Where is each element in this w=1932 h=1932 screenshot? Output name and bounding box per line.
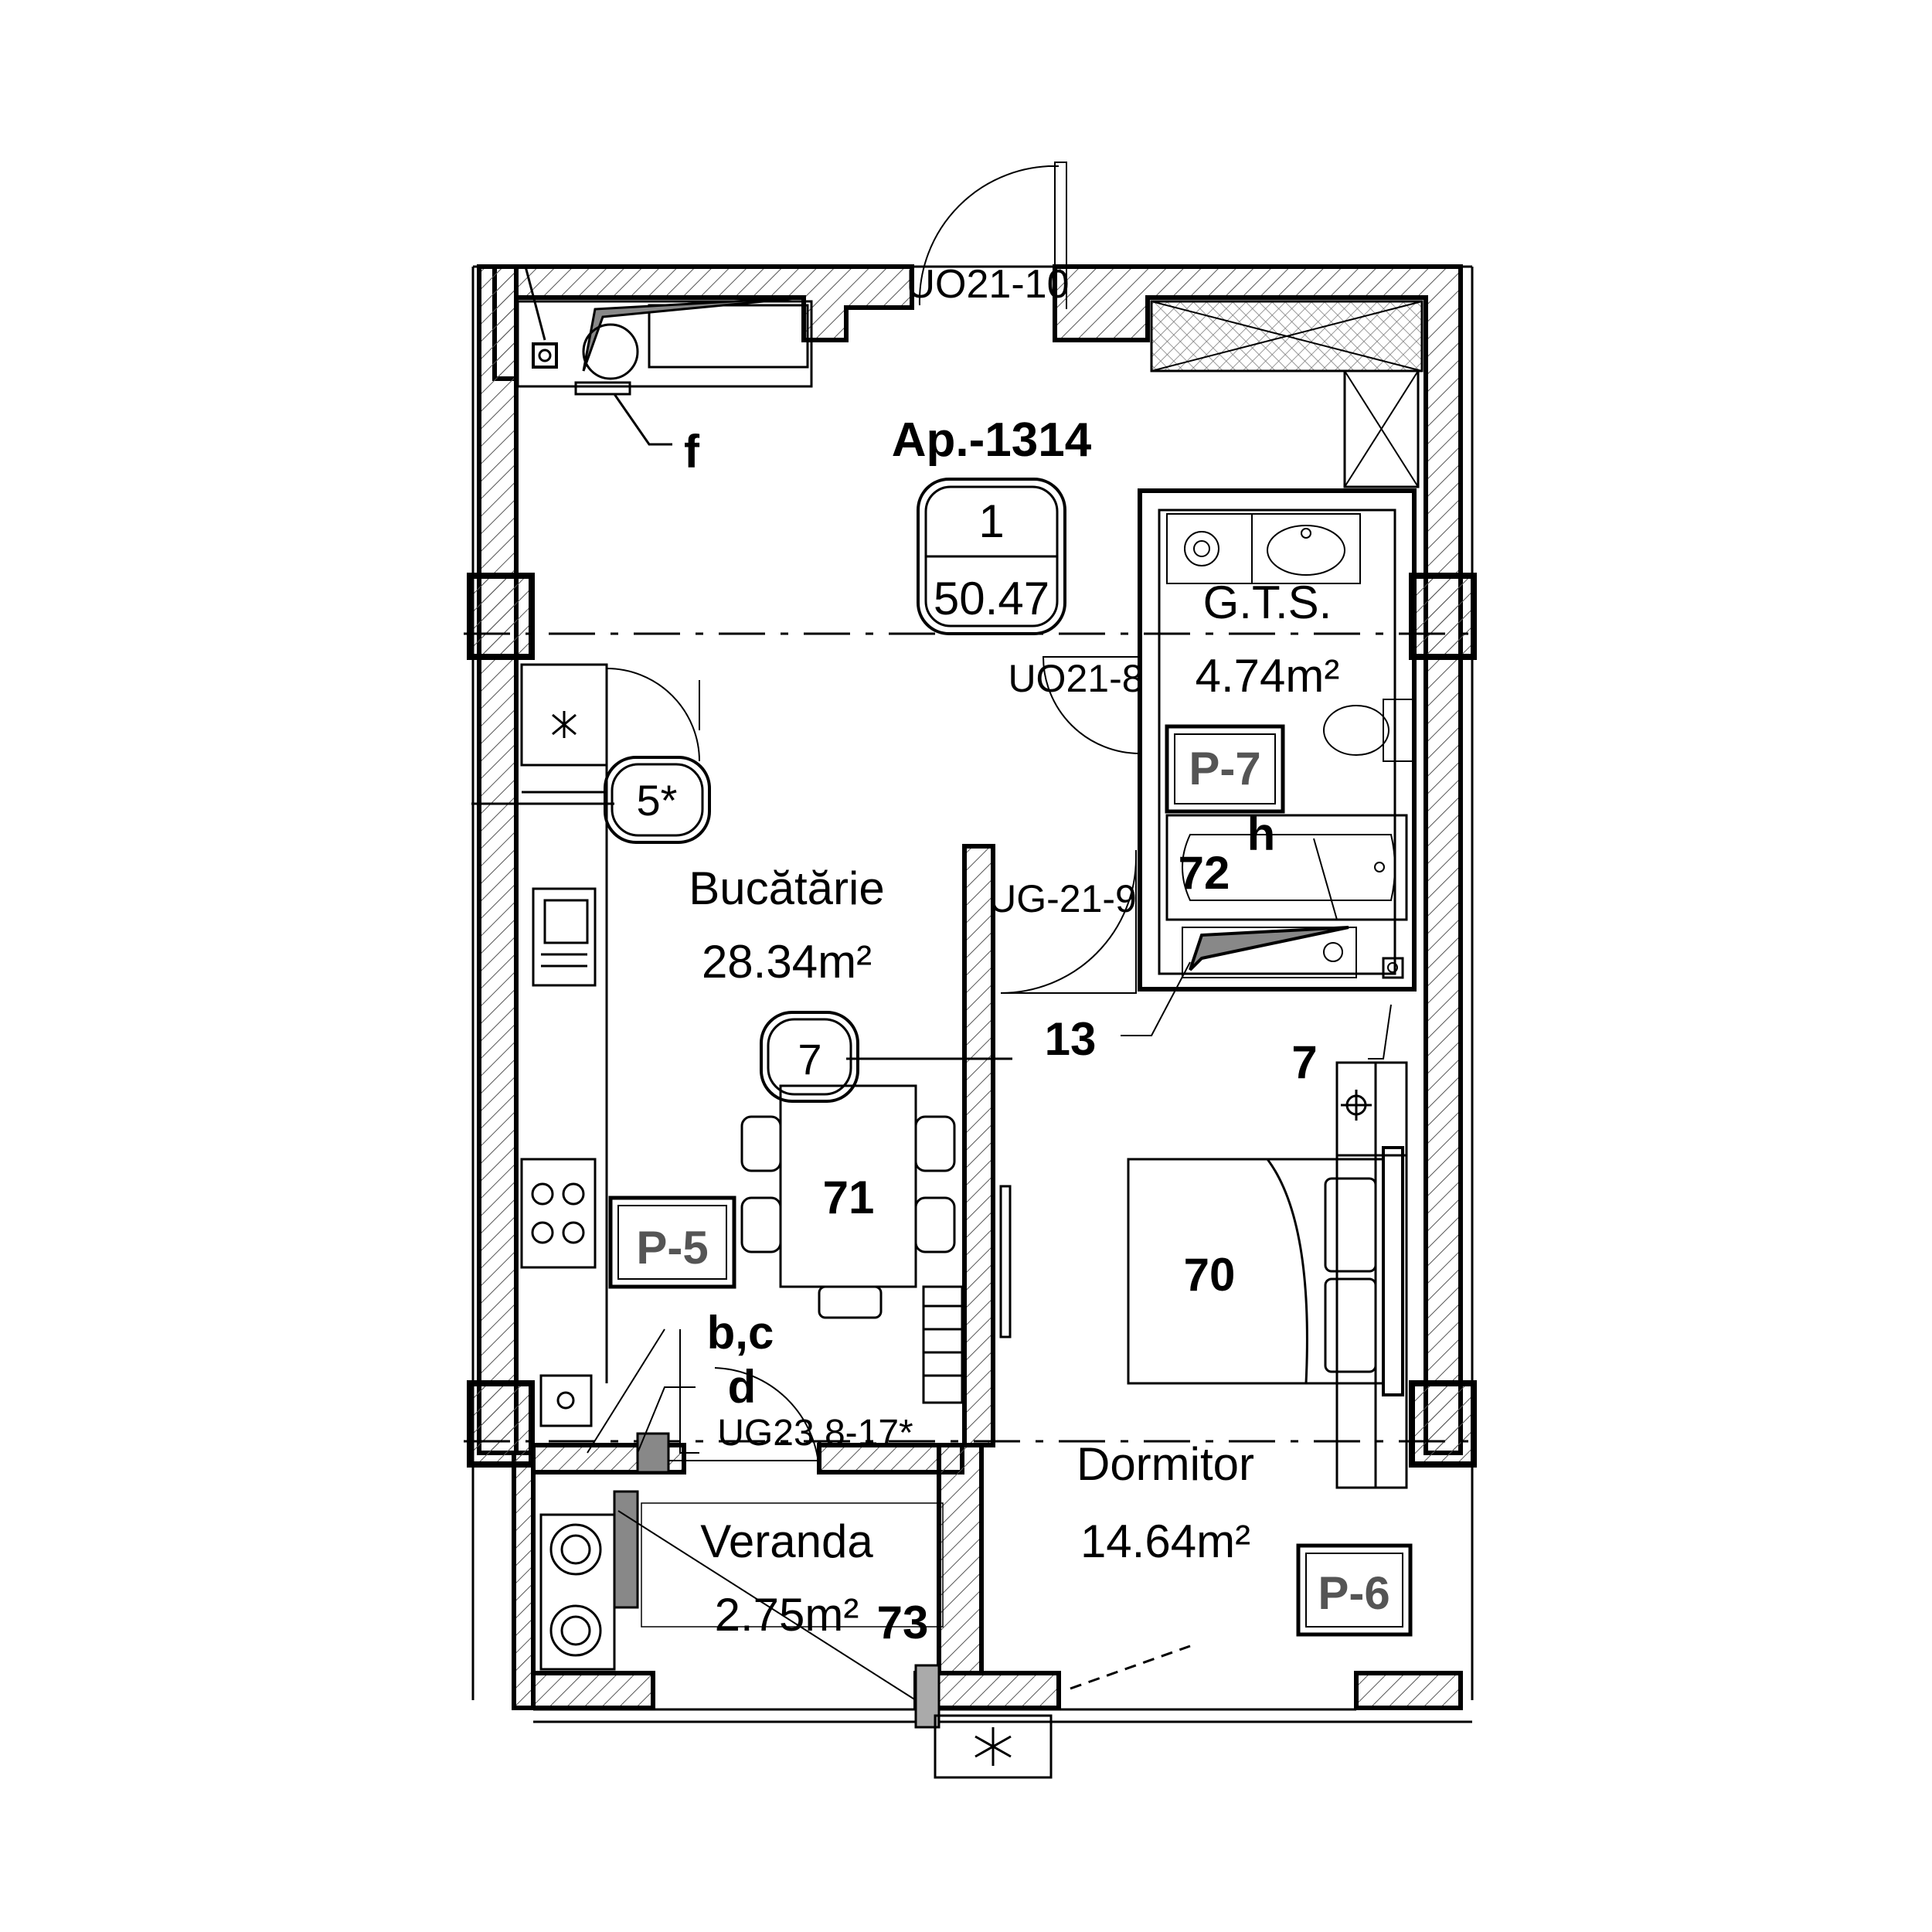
bathroom-door[interactable] [1042, 656, 1141, 755]
door-tag-bedroom: UG-21-9 [988, 877, 1137, 920]
bedroom-name: Dormitor [1077, 1438, 1254, 1490]
wall-veranda-left [512, 1451, 536, 1710]
hob-icon [520, 1158, 597, 1269]
letter-d: d [728, 1361, 757, 1413]
bedroom-area: 14.64m² [1080, 1515, 1250, 1567]
veranda-area: 2.75m² [715, 1589, 859, 1641]
columns [467, 573, 1477, 1468]
entry-door[interactable] [918, 162, 1067, 309]
column-right-upper [1409, 573, 1477, 660]
bathroom [1138, 300, 1423, 992]
veranda-furniture [539, 1329, 944, 1729]
column-right-lower [1409, 1380, 1477, 1468]
circle-tags [604, 756, 859, 1103]
bedroom-furniture [999, 1061, 1408, 1690]
column-left-upper [467, 573, 535, 660]
veranda-name: Veranda [700, 1515, 873, 1567]
vent-bath [1382, 957, 1404, 979]
wall-veranda-right [937, 1443, 984, 1675]
bedroom-door[interactable] [1000, 850, 1137, 994]
bathroom-name: G.T.S. [1203, 577, 1332, 628]
kitchen-name: Bucătărie [689, 862, 884, 914]
leader-lines [471, 802, 1392, 1454]
door-tag-veranda: UG23.8-17* [717, 1413, 913, 1454]
wall-bottom-left [531, 1671, 655, 1710]
column-left-lower [467, 1380, 535, 1468]
wall-partition [962, 844, 995, 1447]
ac-unit [934, 1714, 1053, 1779]
door-tag-bathroom: UO21-8 [1008, 657, 1143, 700]
dining-table [740, 1084, 956, 1319]
number-bed: 70 [1184, 1249, 1236, 1301]
washing-machine-icon [1166, 513, 1253, 584]
flower-icon [1341, 1090, 1372, 1121]
wall-left [477, 264, 519, 1455]
panel-tag-bathroom: P-7 [1189, 743, 1260, 794]
boiler-icon [1182, 926, 1357, 978]
sink-icon [1251, 513, 1361, 584]
toilet-icon [1323, 699, 1415, 762]
circle-tag-partition: 7 [798, 1035, 821, 1083]
bathroom-walls [1138, 488, 1417, 992]
number-7: 7 [1291, 1036, 1317, 1088]
kitchen-counter [520, 663, 700, 1427]
number-table: 71 [823, 1172, 875, 1223]
door-tag-entry: UO21-10 [906, 262, 1070, 307]
letter-f: f [684, 426, 700, 478]
facade-lines [471, 265, 1474, 1723]
wall-top-right [1053, 264, 1463, 1455]
snowflake-icon [975, 1727, 1012, 1766]
bathroom-area: 4.74m² [1196, 650, 1340, 702]
fan-icon [552, 711, 577, 738]
top-left-niche [516, 266, 813, 446]
bathtub-icon [1165, 814, 1408, 921]
wardrobe-side [1343, 369, 1420, 488]
radiator [922, 1285, 964, 1404]
sink-icon [532, 887, 597, 987]
wall-bottom-right [1354, 1671, 1463, 1710]
washing-machine-icon [549, 1523, 602, 1657]
badge-area: 50.47 [934, 573, 1049, 624]
letter-h: h [1247, 808, 1276, 860]
circle-tag-window: 5* [637, 776, 678, 825]
number-bath: 72 [1179, 847, 1230, 899]
letter-bc: b,c [707, 1307, 774, 1359]
panel-tag-kitchen: P-5 [636, 1222, 708, 1274]
number-veranda: 73 [877, 1597, 929, 1648]
number-13: 13 [1045, 1013, 1097, 1065]
panel-tag-bedroom: P-6 [1318, 1567, 1389, 1619]
apartment-title: Ap.-1314 [892, 413, 1092, 467]
kitchen-area: 28.34m² [702, 936, 872, 988]
walls [477, 264, 1463, 1710]
area-badge [917, 478, 1066, 635]
panel-tags [608, 724, 1413, 1637]
badge-number: 1 [978, 495, 1004, 547]
